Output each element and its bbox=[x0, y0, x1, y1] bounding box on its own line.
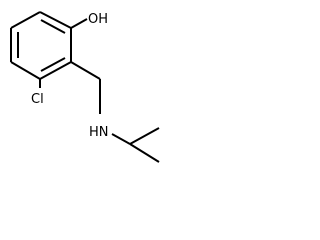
molecule-drawing: OH Cl HN bbox=[10, 11, 160, 163]
bond-ring-to-ch2 bbox=[70, 61, 101, 80]
ring-double-bond-bottom-right bbox=[40, 57, 66, 72]
nitrogen-label: HN bbox=[89, 125, 109, 140]
ring-bond-top-left bbox=[10, 11, 41, 29]
ring-bond-bottom-left bbox=[10, 61, 41, 80]
benzene-ring bbox=[10, 11, 72, 80]
ring-double-bond-top-right bbox=[40, 19, 66, 34]
ring-bond-top-right bbox=[39, 11, 72, 29]
bond-ch-to-methyl-top bbox=[129, 127, 160, 145]
ring-bond-bottom-right bbox=[39, 61, 72, 80]
chlorine-label: Cl bbox=[31, 92, 44, 107]
bond-to-hydroxyl bbox=[70, 18, 88, 29]
structure-canvas: OH Cl HN bbox=[10, 11, 160, 163]
bond-nitrogen-to-ch bbox=[111, 133, 131, 145]
hydroxyl-label: OH bbox=[88, 12, 108, 27]
bond-ch-to-methyl-bottom bbox=[129, 143, 160, 163]
